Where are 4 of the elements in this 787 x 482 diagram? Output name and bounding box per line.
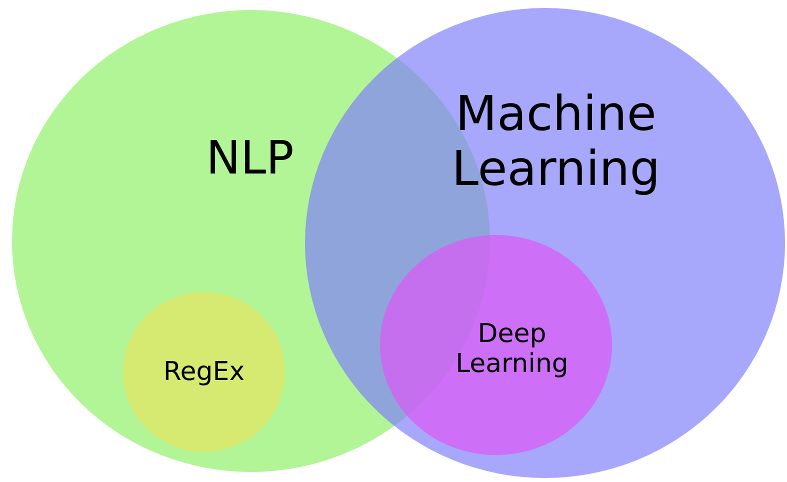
circle-label: Deep Learning — [454, 320, 570, 380]
circle-label: NLP — [205, 132, 295, 184]
circle-label: Machine Learning — [450, 86, 662, 198]
circle-label: RegEx — [162, 358, 246, 388]
